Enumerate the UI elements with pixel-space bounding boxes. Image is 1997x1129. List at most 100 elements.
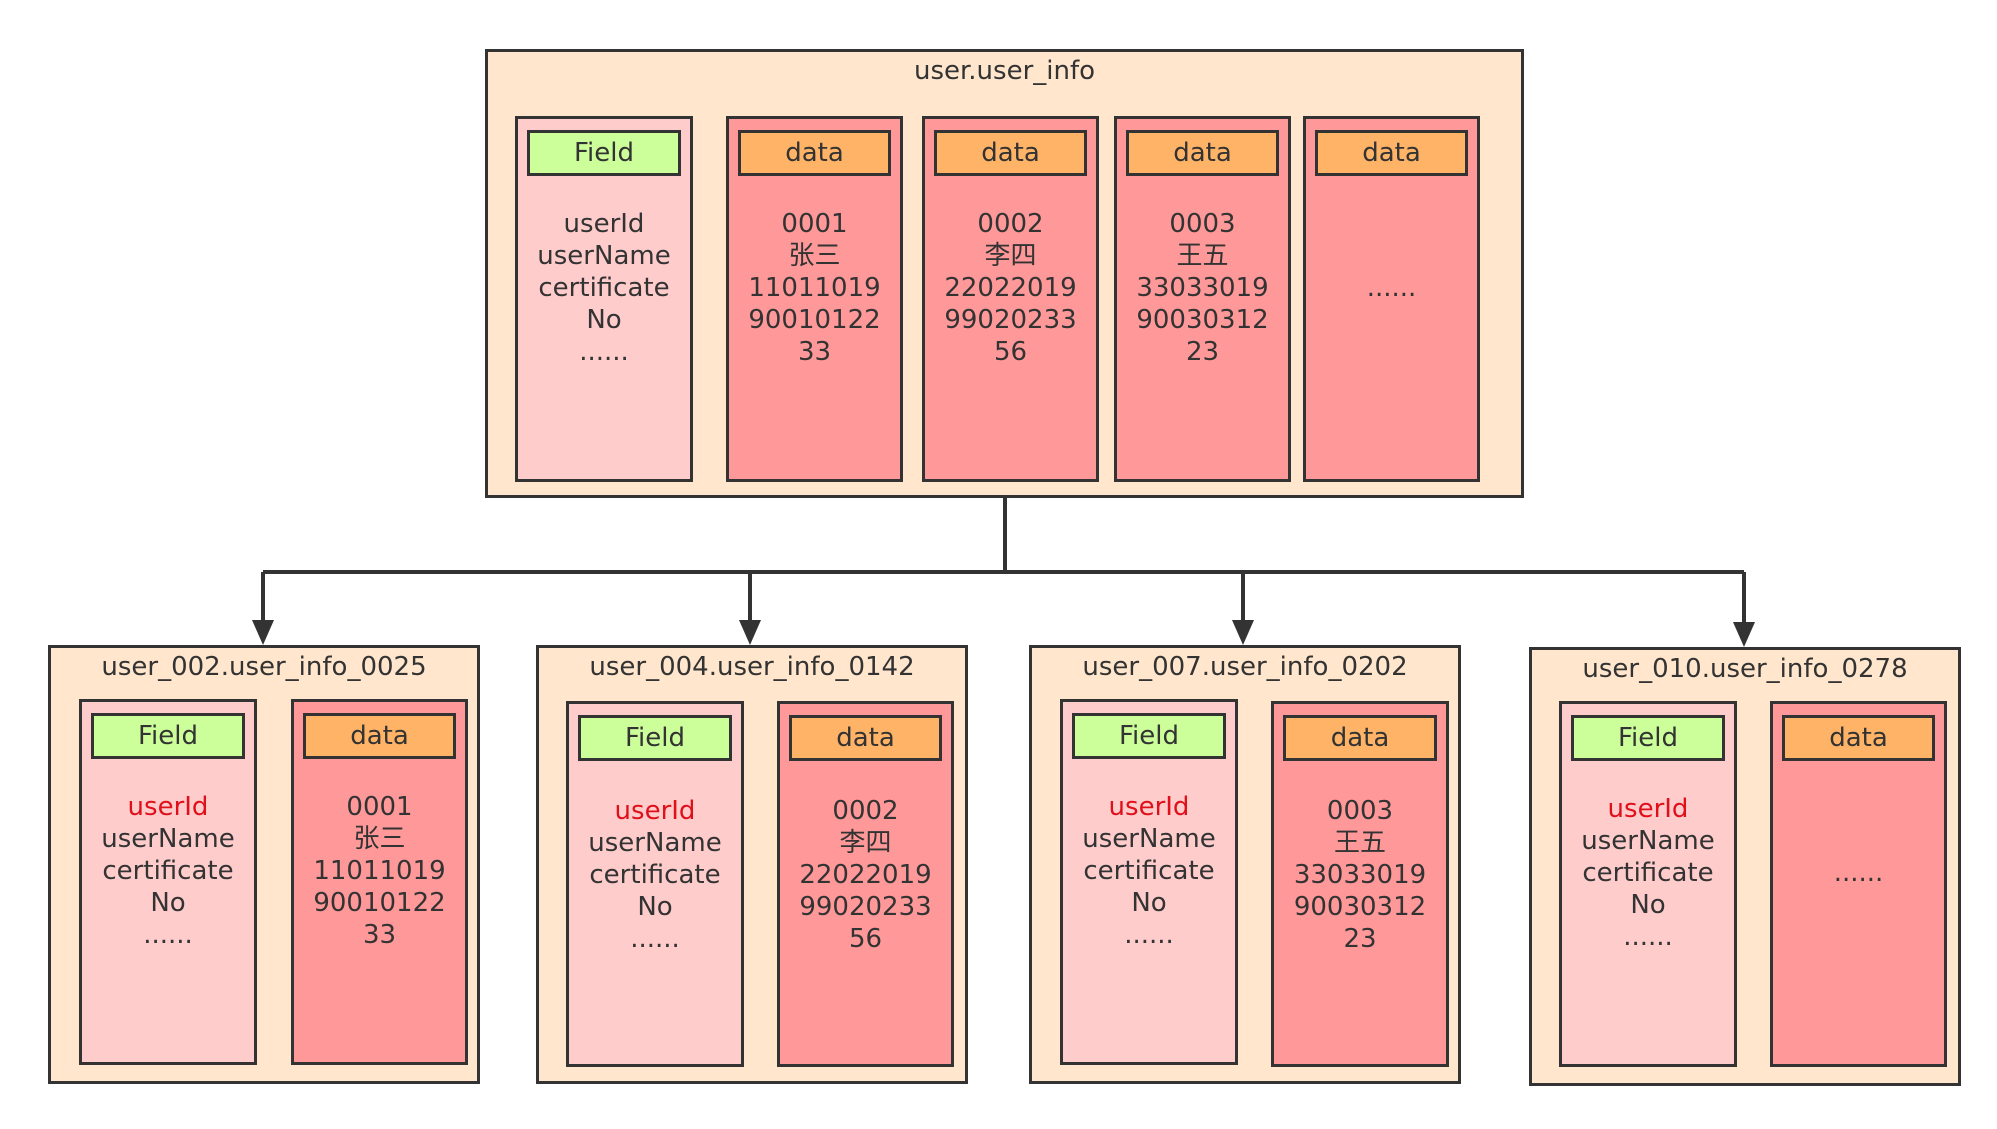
field-ellipsis: ...... [1623,922,1673,952]
data-value: 0003 [1326,796,1394,826]
data-column: data 0003 王五 33033019 90030312 23 [1271,701,1449,1067]
data-value: 23 [1185,337,1220,367]
data-header: data [1315,130,1468,176]
data-value: 99020233 [944,305,1077,335]
data-value: 90010122 [313,888,446,918]
data-value: 22022019 [799,860,932,890]
field-username: userName [537,241,671,271]
field-list: userId userName certificate No ...... [82,791,254,1062]
data-values: 0002 李四 22022019 99020233 56 [780,795,951,1064]
data-value: 0002 [832,796,899,826]
data-values: 0002 李四 22022019 99020233 56 [925,208,1096,479]
field-certificate: certificate [538,273,670,303]
data-value: 张三 [353,824,406,854]
field-column: Field userId userName certificate No ...… [1060,699,1238,1065]
field-ellipsis: ...... [579,337,629,367]
field-no: No [637,892,673,922]
arrow-head-2 [739,620,761,645]
data-value: 11011019 [748,273,881,303]
data-value: ...... [1366,273,1417,303]
data-value: ...... [1833,858,1884,888]
field-userid: userId [1108,792,1190,822]
data-values: 0003 王五 33033019 90030312 23 [1117,208,1288,479]
data-column: data 0002 李四 22022019 99020233 56 [777,701,954,1067]
data-header: data [1283,715,1437,761]
data-column-3: data 0003 王五 33033019 90030312 23 [1114,116,1291,482]
data-value: 90010122 [748,305,881,335]
field-username: userName [1082,824,1216,854]
field-userid: userId [1607,794,1689,824]
data-value: 56 [993,337,1028,367]
field-column: Field userId userName certificate No ...… [515,116,693,482]
data-value: 王五 [1333,828,1386,858]
data-value: 99020233 [799,892,932,922]
data-column: data ...... [1770,701,1947,1067]
arrow-head-3 [1232,620,1254,645]
field-ellipsis: ...... [630,924,680,954]
data-column-4: data ...... [1303,116,1480,482]
field-header: Field [1072,713,1226,759]
data-value: 23 [1343,924,1377,954]
data-column-1: data 0001 张三 11011019 90010122 33 [726,116,903,482]
field-certificate: certificate [589,860,721,890]
field-no: No [150,888,186,918]
field-no: No [1131,888,1167,918]
data-value: 90030312 [1136,305,1269,335]
table-title: user_004.user_info_0142 [589,652,915,682]
field-header: Field [1571,715,1725,761]
field-header: Field [91,713,245,759]
data-value: 11011019 [313,856,446,886]
field-certificate: certificate [1083,856,1215,886]
field-header: Field [527,130,681,176]
data-header: data [789,715,942,761]
field-certificate: certificate [1582,858,1714,888]
data-value: 李四 [984,241,1037,271]
field-list: userId userName certificate No ...... [518,208,690,479]
data-column: data 0001 张三 11011019 90010122 33 [291,699,468,1065]
field-userid: userId [127,792,209,822]
data-value: 王五 [1176,241,1229,271]
field-username: userName [588,828,722,858]
table-title: user_002.user_info_0025 [101,652,427,682]
field-userid: userId [614,796,696,826]
field-ellipsis: ...... [143,920,193,950]
field-username: userName [1581,826,1715,856]
data-header: data [934,130,1087,176]
data-value: 33 [797,337,832,367]
data-values: 0001 张三 11011019 90010122 33 [294,791,465,1062]
arrow-head-1 [252,620,274,645]
data-value: 0001 [781,209,848,239]
data-value: 李四 [839,828,892,858]
data-header: data [1126,130,1279,176]
data-values: 0003 王五 33033019 90030312 23 [1274,795,1446,1064]
top-table: user.user_info Field userId userName cer… [485,49,1524,498]
data-value: 张三 [788,241,841,271]
data-value: 33033019 [1293,860,1427,890]
data-values: ...... [1773,793,1944,1064]
shard-table-1: user_002.user_info_0025 Field userId use… [48,645,480,1084]
field-no: No [1630,890,1666,920]
field-column: Field userId userName certificate No ...… [566,701,744,1067]
field-username: userName [101,824,235,854]
data-value: 90030312 [1293,892,1427,922]
field-list: userId userName certificate No ...... [1063,791,1235,1062]
field-column: Field userId userName certificate No ...… [1559,701,1737,1067]
shard-table-4: user_010.user_info_0278 Field userId use… [1529,647,1961,1086]
field-header: Field [578,715,732,761]
field-no: No [586,305,622,335]
data-value: 56 [848,924,883,954]
table-title: user_010.user_info_0278 [1582,654,1908,684]
field-list: userId userName certificate No ...... [569,795,741,1064]
data-values: 0001 张三 11011019 90010122 33 [729,208,900,479]
data-header: data [738,130,891,176]
data-value: 33 [362,920,397,950]
data-value: 0003 [1169,209,1236,239]
data-header: data [1782,715,1935,761]
data-values: ...... [1306,208,1477,479]
field-userid: userId [563,209,645,239]
field-ellipsis: ...... [1124,920,1174,950]
table-title: user.user_info [913,56,1096,86]
table-title: user_007.user_info_0202 [1082,652,1408,682]
shard-table-3: user_007.user_info_0202 Field userId use… [1029,645,1461,1084]
